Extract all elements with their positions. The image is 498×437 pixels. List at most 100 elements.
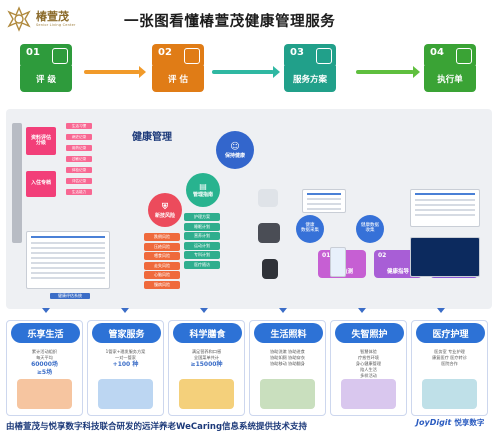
step-arrow <box>84 66 146 78</box>
risk-item: 跌倒风险 <box>144 233 180 241</box>
service-line: 协助如厕 协助穿衣 <box>270 354 305 360</box>
service-body: 医务室 专业护理康复医疗 医疗转诊医院合作 <box>418 349 481 367</box>
step-label: 执行单 <box>424 66 476 92</box>
health-step-number: 02 <box>378 252 387 259</box>
service-line: 一对一管家 <box>115 354 136 360</box>
step-icon <box>316 48 332 64</box>
service-illustration <box>422 379 477 409</box>
keep-healthy-circle: ☺ 保持健康 <box>216 131 254 169</box>
service-caret <box>358 308 366 313</box>
lotus-logo-icon <box>7 6 31 32</box>
health-management-panel: 资料评估 分级 入住专档 健康评估系统 健康管理 ⛨ 新技风险 ▤ 管理指南 ☺… <box>6 109 492 309</box>
step-number: 03 <box>290 47 304 58</box>
service-line: 协助洗漱 协助进食 <box>270 349 305 354</box>
device-meter <box>262 259 278 279</box>
service-line: 多样活动 <box>360 372 377 378</box>
service-illustration <box>260 379 315 409</box>
step-number-box: 04 <box>424 44 476 68</box>
step-icon <box>184 48 200 64</box>
risk-item: 压疮风险 <box>144 242 180 251</box>
service-illustration <box>179 379 234 409</box>
service-caret <box>437 308 445 313</box>
step-arrow <box>212 66 280 78</box>
service-number: ≥15000种 <box>190 360 223 368</box>
service-body: 1管家+理发服务方案一对一管家+100 种 <box>94 349 157 369</box>
service-card: 生活照料协助洗漱 协助进食协助如厕 协助穿衣协助移动 协助翻身 <box>249 320 326 416</box>
risk-item: 走失风险 <box>144 261 180 270</box>
service-line: 身心健康管理 <box>355 360 382 366</box>
service-title: 失智照护 <box>335 323 404 343</box>
step-label: 评 估 <box>152 66 204 92</box>
service-caret <box>279 308 287 313</box>
service-card: 科学膳食满足营养和口感全国菜单共计≥15000种 <box>168 320 245 416</box>
guide-item: 睡眠计划 <box>184 222 220 231</box>
service-number: ≥5场 <box>36 369 53 377</box>
guide-items-list: 护理方案睡眠计划营养计划运动计划专科计划医疗随访 <box>184 213 220 270</box>
device-monitor <box>258 223 280 243</box>
service-line: 1管家+理发服务方案 <box>105 349 146 354</box>
service-title: 生活照料 <box>254 323 323 343</box>
brand-chinese: 悦享数字 <box>454 418 485 427</box>
risk-item: 噎食风险 <box>144 252 180 260</box>
service-number: 60000场 <box>31 360 58 368</box>
service-line: 全国菜单共计 <box>193 354 220 360</box>
step-number: 01 <box>26 47 40 58</box>
guide-item: 营养计划 <box>184 232 220 240</box>
phone-screen <box>330 247 346 277</box>
service-illustration <box>341 379 396 409</box>
service-line: 医院合作 <box>441 360 458 366</box>
record-tag: 生活能力 <box>66 189 92 195</box>
risk-item: 心脑风险 <box>144 271 180 279</box>
service-line: 每天平均 <box>36 354 53 360</box>
step-02: 02 评 估 <box>152 44 204 92</box>
step-label: 评 级 <box>20 66 72 92</box>
step-01: 01 评 级 <box>20 44 72 92</box>
service-line: 智慧体验 <box>360 349 377 354</box>
screen-caption: 健康评估系统 <box>50 293 90 299</box>
risk-items-list: 跌倒风险压疮风险噎食风险走失风险心脑风险慢病风险 <box>144 233 180 290</box>
service-card: 管家服务 1管家+理发服务方案一对一管家+100 种 <box>87 320 164 416</box>
guide-item: 医疗随访 <box>184 260 220 269</box>
partner-brand: JoyDigit 悦享数字 <box>416 417 484 428</box>
person-icon: ☺ <box>230 141 240 152</box>
step-04: 04 执行单 <box>424 44 476 92</box>
device-scale <box>258 189 278 207</box>
record-tag: 生活习惯 <box>66 123 92 129</box>
service-body: 协助洗漱 协助进食协助如厕 协助穿衣协助移动 协助翻身 <box>256 349 319 367</box>
info-assessment-box: 资料评估 分级 <box>26 127 56 155</box>
service-title: 管家服务 <box>92 323 161 343</box>
service-line: 累计活动组织 <box>31 349 58 354</box>
service-caret <box>200 308 208 313</box>
step-number: 04 <box>430 47 444 58</box>
service-line: 疗愈性环境 <box>358 354 379 360</box>
service-body: 智慧体验疗愈性环境身心健康管理陪人生活多样活动 <box>337 349 400 378</box>
step-number-box: 01 <box>20 44 72 68</box>
health-step-label: 健康指导 <box>386 269 409 275</box>
guide-item: 运动计划 <box>184 241 220 250</box>
service-title: 乐享生活 <box>11 323 80 343</box>
risk-item: 慢病风险 <box>144 280 180 289</box>
record-tag: 用药记录 <box>66 145 92 151</box>
dashboard-screen-bottom <box>410 237 480 277</box>
guide-item: 护理方案 <box>184 213 220 221</box>
record-tag: 体检记录 <box>66 167 92 173</box>
step-number-box: 02 <box>152 44 204 68</box>
service-line: 陪人生活 <box>360 366 377 372</box>
brand-english: JoyDigit <box>416 418 452 427</box>
record-tag: 病史记录 <box>66 134 92 140</box>
step-number-box: 03 <box>284 44 336 68</box>
vertical-connector <box>12 123 22 243</box>
service-illustration <box>98 379 153 409</box>
guide-label: 管理指南 <box>192 192 213 198</box>
guide-circle: ▤ 管理指南 <box>186 173 220 207</box>
brand-logo: 椿萱茂 Senior Living Center <box>6 4 98 34</box>
data-monitor-hub: 健康数据 收集 <box>356 215 384 243</box>
service-line: 医务室 专业护理 <box>434 349 465 354</box>
step-icon <box>52 48 68 64</box>
step-arrow <box>356 66 420 78</box>
risk-circle: ⛨ 新技风险 <box>148 193 182 227</box>
step-number: 02 <box>158 47 172 58</box>
